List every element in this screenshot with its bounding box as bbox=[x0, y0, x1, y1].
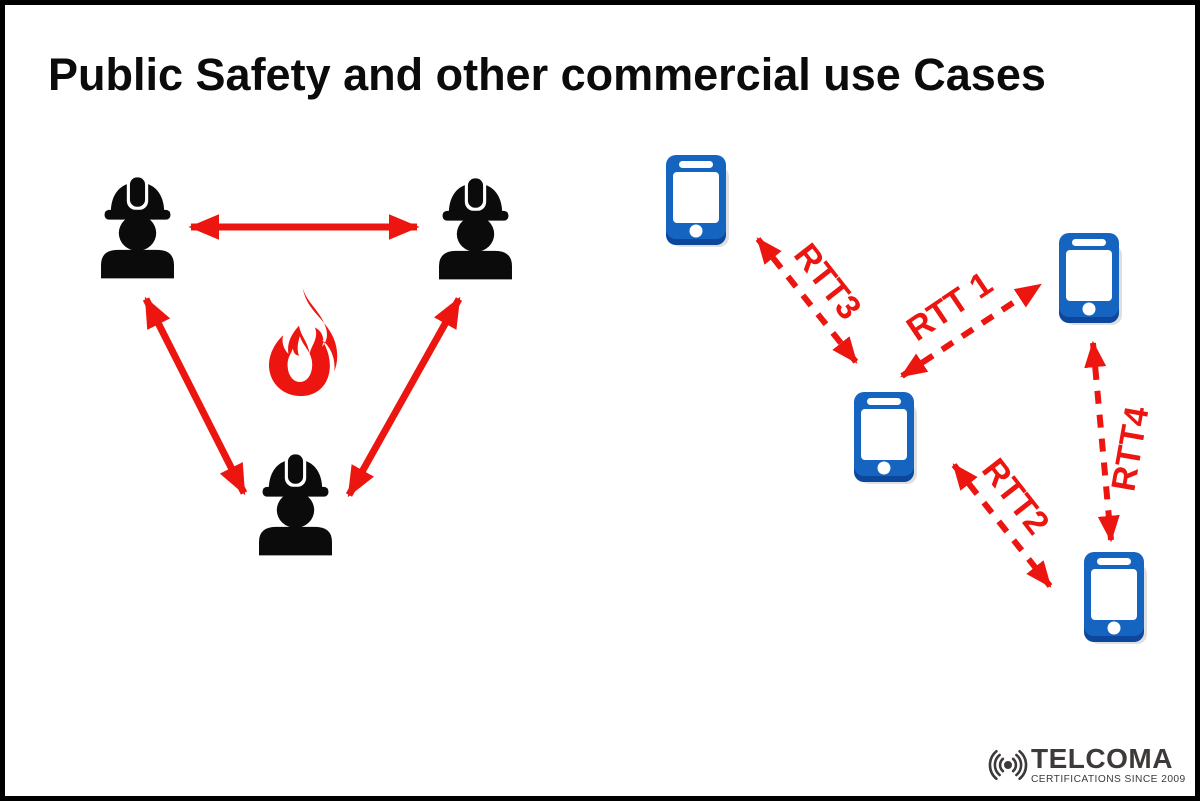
brand-logo: TELCOMA CERTIFICATIONS SINCE 2009 bbox=[988, 745, 1186, 785]
firefighter-icon bbox=[439, 175, 512, 280]
firefighter-icon bbox=[259, 451, 332, 556]
firefighter-icon bbox=[101, 174, 174, 279]
page-title: Public Safety and other commercial use C… bbox=[48, 49, 1046, 100]
arrow-worker2-worker3 bbox=[345, 296, 463, 498]
radio-waves-icon bbox=[988, 749, 1028, 781]
smartphone-icon bbox=[1059, 233, 1122, 325]
rtt3-arrow bbox=[755, 237, 859, 364]
smartphone-icon bbox=[854, 392, 917, 484]
arrow-worker1-worker3 bbox=[142, 296, 248, 496]
logo-brand-text: TELCOMA bbox=[1031, 743, 1173, 774]
smartphone-icon bbox=[666, 155, 729, 247]
logo-tagline-text: CERTIFICATIONS SINCE 2009 bbox=[1031, 774, 1186, 785]
connection-arrows-layer bbox=[142, 214, 1120, 588]
smartphone-icon bbox=[1084, 552, 1147, 644]
rtt4-arrow bbox=[1084, 340, 1120, 543]
rtt2-arrow bbox=[951, 463, 1053, 588]
rtt1-arrow bbox=[900, 282, 1042, 379]
fire-icon bbox=[268, 286, 338, 397]
